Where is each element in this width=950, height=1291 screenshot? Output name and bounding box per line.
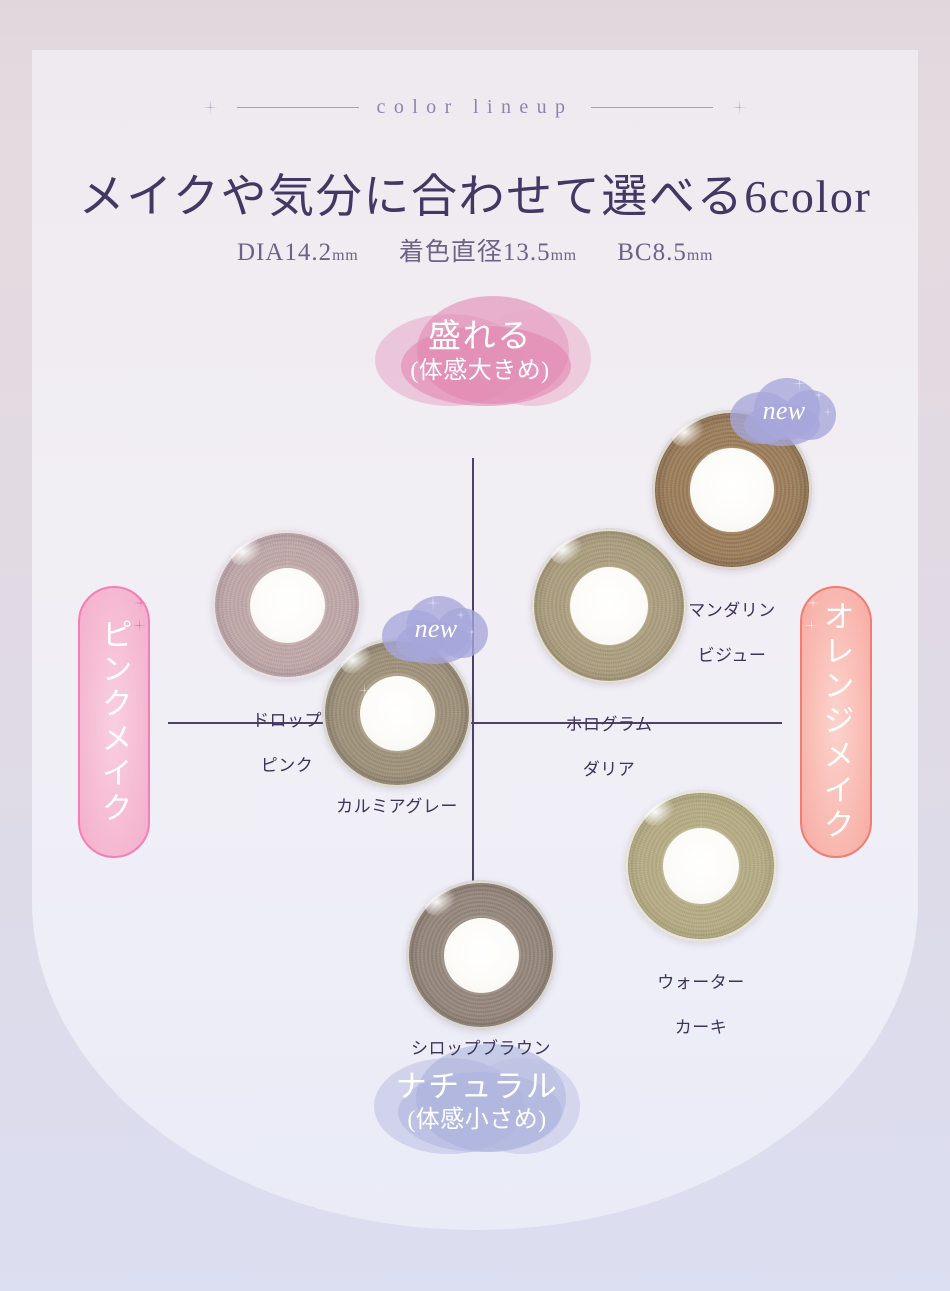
lens-label-line1: ウォーター [657, 973, 745, 993]
new-badge-label: new [762, 396, 806, 425]
lens-edge [406, 880, 556, 1030]
sparkle-group-icon [122, 594, 156, 650]
page-title: メイクや気分に合わせて選べる6color [78, 171, 872, 222]
spec-dia-unit: mm [332, 247, 359, 264]
spec-bc-unit: mm [686, 247, 714, 264]
lens-label-line2: ビジュー [697, 646, 767, 666]
lens-pupil [690, 448, 774, 532]
lens-pupil [570, 567, 648, 645]
lens-label-drop-pink: ドロップ ピンク [212, 688, 362, 778]
lens-pupil [663, 828, 739, 904]
axis-label-bottom-line1: ナチュラル [395, 1069, 559, 1105]
axis-vertical [472, 458, 474, 958]
lens-label-syrup-brown: シロップブラウン [410, 1039, 552, 1058]
axis-horizontal [168, 722, 782, 724]
lens-image-drop-pink [212, 530, 362, 680]
lens-label-mandarin-bijou: マンダリン ビジュー [652, 578, 812, 668]
new-badge: new [730, 376, 838, 450]
eyebrow-label: color lineup [376, 96, 574, 118]
sparkle-group-icon [358, 680, 404, 702]
divider-right [591, 107, 714, 108]
axis-label-left-text: ピンクメイク [96, 617, 132, 827]
lens-image-kalmia-gray [322, 638, 472, 788]
lens-image-syrup-brown [406, 880, 556, 1030]
lens-card-drop-pink[interactable]: ドロップ ピンク [212, 530, 362, 778]
lens-image-hologram-dahlia [531, 528, 687, 684]
lens-specs: DIA14.2mm 着色直径13.5mm BC8.5mm [0, 232, 950, 268]
lens-pupil [249, 567, 325, 643]
sparkle-icon [731, 100, 747, 116]
lens-label-kalmia-gray: カルミアグレー [336, 797, 458, 816]
axis-label-top: 盛れる (体感大きめ) [365, 292, 595, 412]
section-eyebrow: color lineup [0, 96, 950, 119]
new-badge-label: new [414, 614, 458, 643]
lens-label-water-khaki: ウォーター カーキ [625, 950, 777, 1040]
axis-label-left: ピンクメイク [78, 586, 150, 858]
axis-label-bottom-line2: (体感小さめ) [407, 1106, 547, 1133]
sparkle-icon [203, 100, 219, 116]
lens-label-line1: マンダリン [688, 601, 776, 621]
lens-label-line2: カーキ [674, 1018, 728, 1038]
lens-label-line2: ダリア [582, 760, 636, 780]
lens-image-water-khaki [625, 790, 777, 942]
axis-label-top-line2: (体感大きめ) [410, 358, 550, 385]
spec-bc-value: 8.5 [652, 239, 687, 266]
lens-card-mandarin-bijou[interactable]: new マンダリン ビジュー [652, 378, 836, 668]
lens-label-line1: ホログラム [565, 715, 653, 735]
lens-label-line1: ドロップ [251, 711, 323, 731]
axis-label-top-line1: 盛れる [428, 319, 532, 356]
spec-bc-label: BC [617, 239, 653, 266]
lens-label-hologram-dahlia: ホログラム ダリア [531, 692, 687, 782]
spec-dia-value: 14.2 [284, 239, 333, 266]
new-badge: new [382, 594, 490, 668]
blob-shape [365, 292, 595, 412]
lens-ring [212, 530, 362, 680]
spec-dia-label: DIA [236, 239, 285, 266]
lens-edge [625, 790, 777, 942]
spec-colored-value: 13.5 [502, 239, 551, 266]
lens-card-kalmia-gray[interactable]: new カルミアグレー [322, 596, 488, 818]
axis-label-right: オレンジメイク [800, 586, 872, 858]
lens-label-line2: ピンク [260, 756, 314, 776]
lens-pupil [443, 917, 519, 993]
lens-card-hologram-dahlia[interactable]: ホログラム ダリア [531, 528, 687, 782]
lens-card-water-khaki[interactable]: ウォーター カーキ [625, 790, 777, 1040]
spec-colored-unit: mm [550, 247, 577, 264]
spec-colored-label: 着色直径 [398, 239, 503, 266]
divider-left [236, 107, 359, 108]
axis-label-right-text: オレンジメイク [818, 600, 854, 844]
axis-label-bottom: ナチュラル (体感小さめ) [368, 1042, 586, 1162]
blob-shape [368, 1042, 586, 1162]
lens-card-syrup-brown[interactable]: シロップブラウン [406, 880, 556, 1060]
